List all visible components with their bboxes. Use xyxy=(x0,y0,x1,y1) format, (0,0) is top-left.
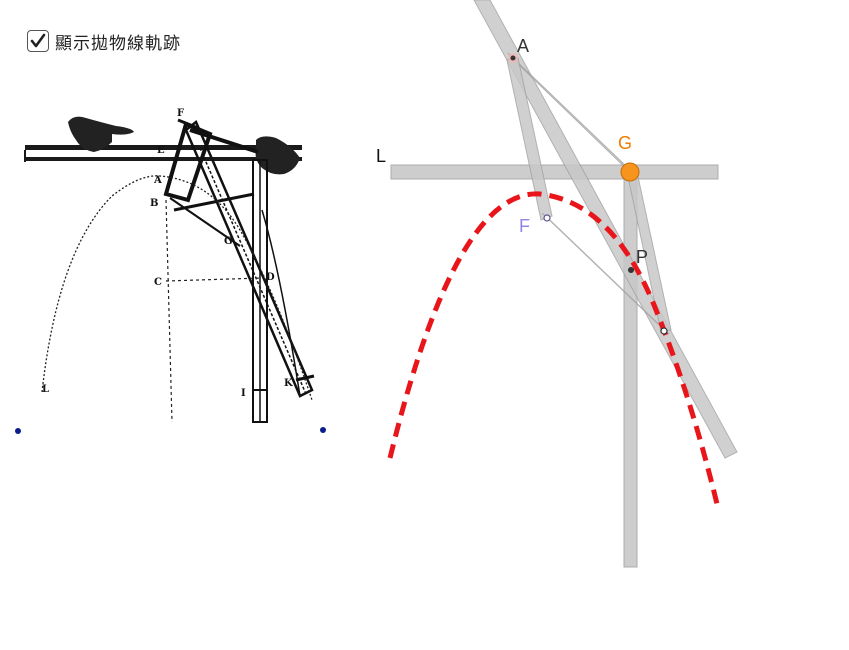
engraving-left-hand xyxy=(68,116,134,152)
show-parabola-label: 顯示拋物線軌跡 xyxy=(55,33,181,54)
engraving-label-C: C xyxy=(154,277,162,288)
engraving-crossbar-mid xyxy=(173,192,255,212)
engraving-ruler-bottom xyxy=(25,157,302,161)
engraving-frame-top xyxy=(177,118,199,130)
vertical-bar[interactable] xyxy=(623,171,638,568)
engraving-label-E: E xyxy=(157,145,165,156)
engraving-ruler-top xyxy=(25,145,302,150)
engraving-crossbar-top xyxy=(189,128,259,154)
engraving-label-K: K xyxy=(284,378,293,389)
point-F[interactable] xyxy=(543,214,551,222)
point-G[interactable] xyxy=(620,162,640,182)
joint-point[interactable] xyxy=(660,327,668,335)
engraving-parabola xyxy=(41,175,313,401)
engraving-k-bar xyxy=(295,374,315,382)
directrix-bar[interactable] xyxy=(390,164,719,180)
engraving-label-D: D xyxy=(266,272,275,283)
engraving-label-L: L xyxy=(42,384,49,395)
engraving-right-hand xyxy=(255,136,300,175)
parabola-trace xyxy=(387,191,721,509)
point-P[interactable] xyxy=(628,267,634,273)
engraving-cord xyxy=(261,209,301,397)
engraving-label-G: G xyxy=(224,236,233,247)
endpoint-right[interactable] xyxy=(320,427,326,433)
engraving-label-B: B xyxy=(150,198,158,209)
show-parabola-toggle[interactable]: 顯示拋物線軌跡 xyxy=(27,28,181,54)
point-A[interactable] xyxy=(510,55,516,61)
engraving-label-I: I xyxy=(241,388,246,399)
checkmark-icon xyxy=(30,33,46,48)
label-F: F xyxy=(519,216,530,236)
label-G: G xyxy=(618,133,632,153)
label-P: P xyxy=(636,247,648,267)
show-parabola-checkbox[interactable] xyxy=(27,30,49,52)
endpoint-left[interactable] xyxy=(15,428,21,434)
construction: A G L F P xyxy=(376,0,738,568)
historical-engraving: F E A B G C D I K L xyxy=(24,108,315,423)
label-A: A xyxy=(517,36,529,56)
engraving-axis xyxy=(165,199,173,423)
engraving-label-A: A xyxy=(153,175,162,186)
engraving-label-F: F xyxy=(177,108,184,119)
engraving-link xyxy=(169,197,241,247)
engraving-cd-line xyxy=(165,277,263,282)
engraving-frame xyxy=(163,121,213,203)
label-L: L xyxy=(376,146,386,166)
